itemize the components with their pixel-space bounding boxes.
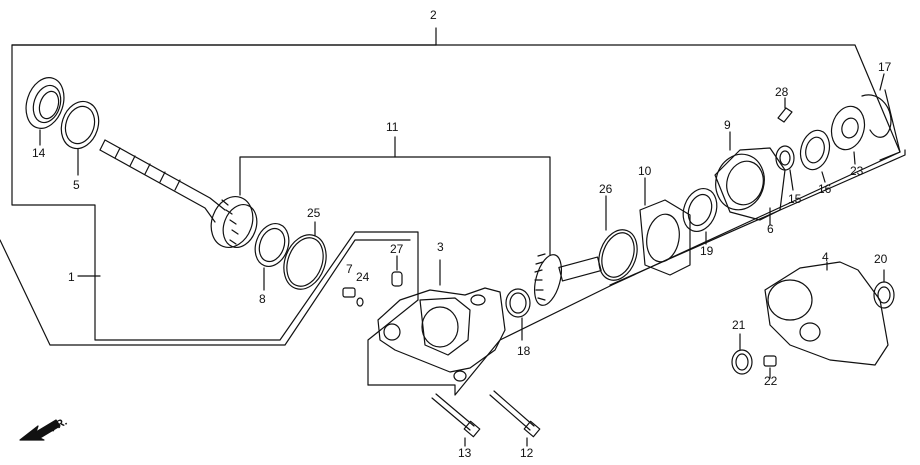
forward-arrow-icon (19, 419, 61, 441)
label-6: 6 (767, 222, 774, 236)
pinion-shaft (99, 139, 258, 248)
gasket-10 (639, 177, 691, 276)
flange-9 (714, 131, 786, 221)
label-2: 2 (430, 8, 437, 22)
pin-27 (391, 255, 403, 287)
label-14: 14 (32, 146, 46, 160)
label-11: 11 (386, 120, 399, 134)
housing-3 (377, 259, 506, 382)
shim-8 (254, 223, 290, 291)
bearing-16 (799, 129, 831, 183)
label-21: 21 (732, 318, 746, 332)
label-28: 28 (775, 85, 789, 99)
seal-21 (731, 333, 753, 375)
label-20: 20 (874, 252, 888, 266)
bolt-28 (777, 97, 793, 123)
assembly-2-outline (11, 27, 901, 396)
label-9: 9 (724, 118, 731, 132)
bolt-12 (489, 390, 541, 447)
label-10: 10 (638, 164, 652, 178)
label-4: 4 (822, 250, 829, 264)
case-4 (764, 261, 889, 366)
seal-18 (505, 288, 531, 341)
ring-gear (533, 253, 602, 306)
label-12: 12 (520, 446, 534, 460)
label-3: 3 (437, 240, 444, 254)
o-ring-26 (598, 195, 638, 281)
seal-14 (25, 77, 65, 146)
label-24: 24 (356, 270, 370, 284)
label-16: 16 (818, 182, 832, 196)
bolt-13 (431, 393, 481, 447)
label-25: 25 (307, 206, 321, 220)
bracket-6 (367, 89, 906, 386)
circlip-17 (861, 73, 892, 138)
label-7: 7 (346, 262, 353, 276)
label-17: 17 (878, 60, 892, 74)
seal-20 (873, 269, 895, 309)
o-ring-25 (283, 221, 327, 290)
label-19: 19 (700, 244, 714, 258)
label-23: 23 (850, 164, 864, 178)
label-22: 22 (764, 374, 778, 388)
seal-23 (830, 105, 866, 165)
bearing-19 (682, 188, 718, 245)
label-8: 8 (259, 292, 266, 306)
plug-22 (763, 355, 777, 379)
label-13: 13 (458, 446, 472, 460)
nut-15 (775, 145, 795, 191)
plug-7 (342, 287, 364, 307)
label-26: 26 (599, 182, 613, 196)
label-27: 27 (390, 242, 404, 256)
washer-5 (60, 100, 100, 176)
assembly-1-outline (0, 239, 411, 346)
label-15: 15 (788, 192, 802, 206)
label-18: 18 (517, 344, 531, 358)
bracket-11 (239, 136, 551, 256)
label-1: 1 (68, 270, 75, 284)
label-5: 5 (73, 178, 80, 192)
